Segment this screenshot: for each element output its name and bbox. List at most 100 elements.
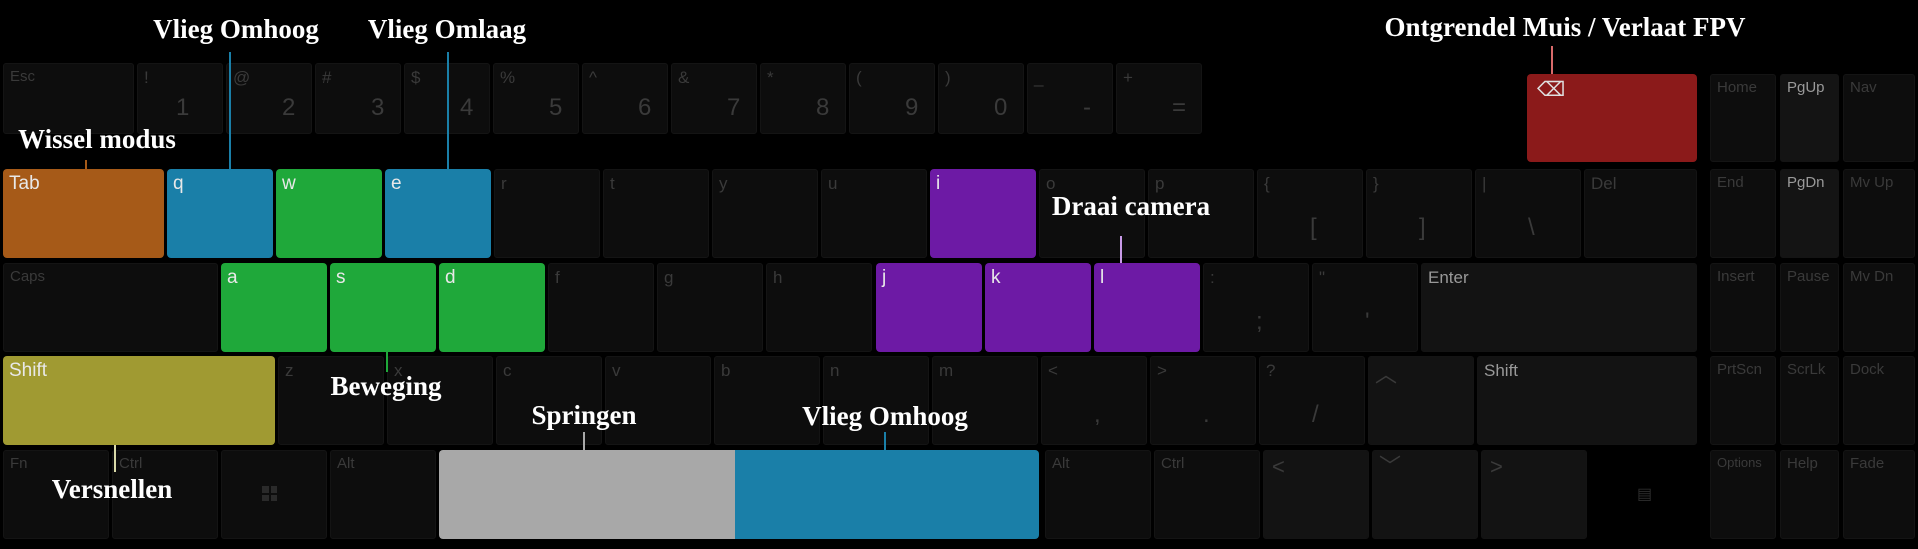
key-mvdn[interactable]: Mv Dn: [1843, 263, 1915, 352]
key-help[interactable]: Help: [1780, 450, 1839, 539]
key-ctrl-left[interactable]: Ctrl: [112, 450, 218, 539]
key-label: x: [394, 361, 403, 380]
key-s[interactable]: s: [330, 263, 436, 352]
connector-line: [386, 352, 388, 372]
key-arrow-right[interactable]: >: [1481, 450, 1587, 539]
key-0[interactable]: )0: [938, 63, 1024, 134]
menu-icon: ▤: [1637, 486, 1653, 503]
key-label: Mv Up: [1850, 174, 1894, 191]
key-u[interactable]: u: [821, 169, 927, 258]
key-tab[interactable]: Tab: [3, 169, 164, 258]
key-t[interactable]: t: [603, 169, 709, 258]
key-period[interactable]: >.: [1150, 356, 1256, 445]
key-backslash[interactable]: |\: [1475, 169, 1581, 258]
key-label: End: [1717, 174, 1744, 191]
key-end[interactable]: End: [1710, 169, 1776, 258]
key-v[interactable]: v: [605, 356, 711, 445]
key-f[interactable]: f: [548, 263, 654, 352]
key-label: r: [501, 174, 507, 193]
key-label: ': [1365, 308, 1370, 335]
key-z[interactable]: z: [278, 356, 384, 445]
key-arrow-up[interactable]: ︿: [1368, 356, 1474, 445]
key-quote[interactable]: "': [1312, 263, 1418, 352]
key-b[interactable]: b: [714, 356, 820, 445]
key-j[interactable]: j: [876, 263, 982, 352]
key-pgup[interactable]: PgUp: [1780, 74, 1839, 162]
key-label: 2: [282, 94, 296, 121]
key-9[interactable]: (9: [849, 63, 935, 134]
key-esc[interactable]: Esc: [3, 63, 134, 134]
key-a[interactable]: a: [221, 263, 327, 352]
key-equals[interactable]: +=: [1116, 63, 1202, 134]
key-shift-right[interactable]: Shift: [1477, 356, 1697, 445]
key-space-right[interactable]: [735, 450, 1039, 539]
key-lbracket[interactable]: {[: [1257, 169, 1363, 258]
key-prtscn[interactable]: PrtScn: [1710, 356, 1776, 445]
key-8[interactable]: *8: [760, 63, 846, 134]
key-y[interactable]: y: [712, 169, 818, 258]
key-label: f: [555, 268, 560, 287]
key-semicolon[interactable]: :;: [1203, 263, 1309, 352]
key-label: Help: [1787, 455, 1818, 472]
key-pause[interactable]: Pause: [1780, 263, 1839, 352]
key-6[interactable]: ^6: [582, 63, 668, 134]
key-dock[interactable]: Dock: [1843, 356, 1915, 445]
key-w[interactable]: w: [276, 169, 382, 258]
key-arrow-down[interactable]: ﹀: [1372, 450, 1478, 539]
key-l[interactable]: l: [1094, 263, 1200, 352]
key-label: e: [391, 173, 402, 194]
key-i[interactable]: i: [930, 169, 1036, 258]
key-label: Shift: [9, 360, 48, 381]
key-fade[interactable]: Fade: [1843, 450, 1915, 539]
key-label: PgDn: [1787, 174, 1825, 191]
key-home[interactable]: Home: [1710, 74, 1776, 162]
key-3[interactable]: #3: [315, 63, 401, 134]
key-shift-label: !: [144, 68, 149, 87]
key-arrow-left[interactable]: <: [1263, 450, 1369, 539]
key-enter[interactable]: Enter: [1421, 263, 1697, 352]
key-minus[interactable]: _-: [1027, 63, 1113, 134]
annotation-fly-down: Vlieg Omlaag: [367, 14, 527, 44]
key-scrlk[interactable]: ScrLk: [1780, 356, 1839, 445]
key-alt-right[interactable]: Alt: [1045, 450, 1151, 539]
key-2[interactable]: @2: [226, 63, 312, 134]
key-shift-left[interactable]: Shift: [3, 356, 275, 445]
key-options[interactable]: Options: [1710, 450, 1776, 539]
key-caps[interactable]: Caps: [3, 263, 218, 352]
key-shift-label: |: [1482, 174, 1487, 193]
key-g[interactable]: g: [657, 263, 763, 352]
key-7[interactable]: &7: [671, 63, 757, 134]
key-pgdn[interactable]: PgDn: [1780, 169, 1839, 258]
key-backspace[interactable]: ⌫: [1527, 74, 1697, 162]
key-1[interactable]: !1: [137, 63, 223, 134]
key-alt-left[interactable]: Alt: [330, 450, 436, 539]
key-space-left[interactable]: [439, 450, 735, 539]
key-k[interactable]: k: [985, 263, 1091, 352]
key-q[interactable]: q: [167, 169, 273, 258]
key-p[interactable]: p: [1148, 169, 1254, 258]
key-fn[interactable]: Fn: [3, 450, 109, 539]
key-comma[interactable]: <,: [1041, 356, 1147, 445]
key-m[interactable]: m: [932, 356, 1038, 445]
key-del[interactable]: Del: [1584, 169, 1697, 258]
connector-line: [884, 432, 886, 450]
key-5[interactable]: %5: [493, 63, 579, 134]
key-d[interactable]: d: [439, 263, 545, 352]
key-h[interactable]: h: [766, 263, 872, 352]
key-o[interactable]: o: [1039, 169, 1145, 258]
key-label: Alt: [1052, 455, 1070, 472]
key-x[interactable]: x: [387, 356, 493, 445]
key-label: Caps: [10, 268, 46, 285]
key-slash[interactable]: ?/: [1259, 356, 1365, 445]
key-nav[interactable]: Nav: [1843, 74, 1915, 162]
key-insert[interactable]: Insert: [1710, 263, 1776, 352]
key-n[interactable]: n: [823, 356, 929, 445]
key-rbracket[interactable]: }]: [1366, 169, 1472, 258]
key-r[interactable]: r: [494, 169, 600, 258]
key-e[interactable]: e: [385, 169, 491, 258]
key-mvup[interactable]: Mv Up: [1843, 169, 1915, 258]
key-shift-label: @: [233, 68, 251, 87]
key-ctrl-right[interactable]: Ctrl: [1154, 450, 1260, 539]
key-c[interactable]: c: [496, 356, 602, 445]
